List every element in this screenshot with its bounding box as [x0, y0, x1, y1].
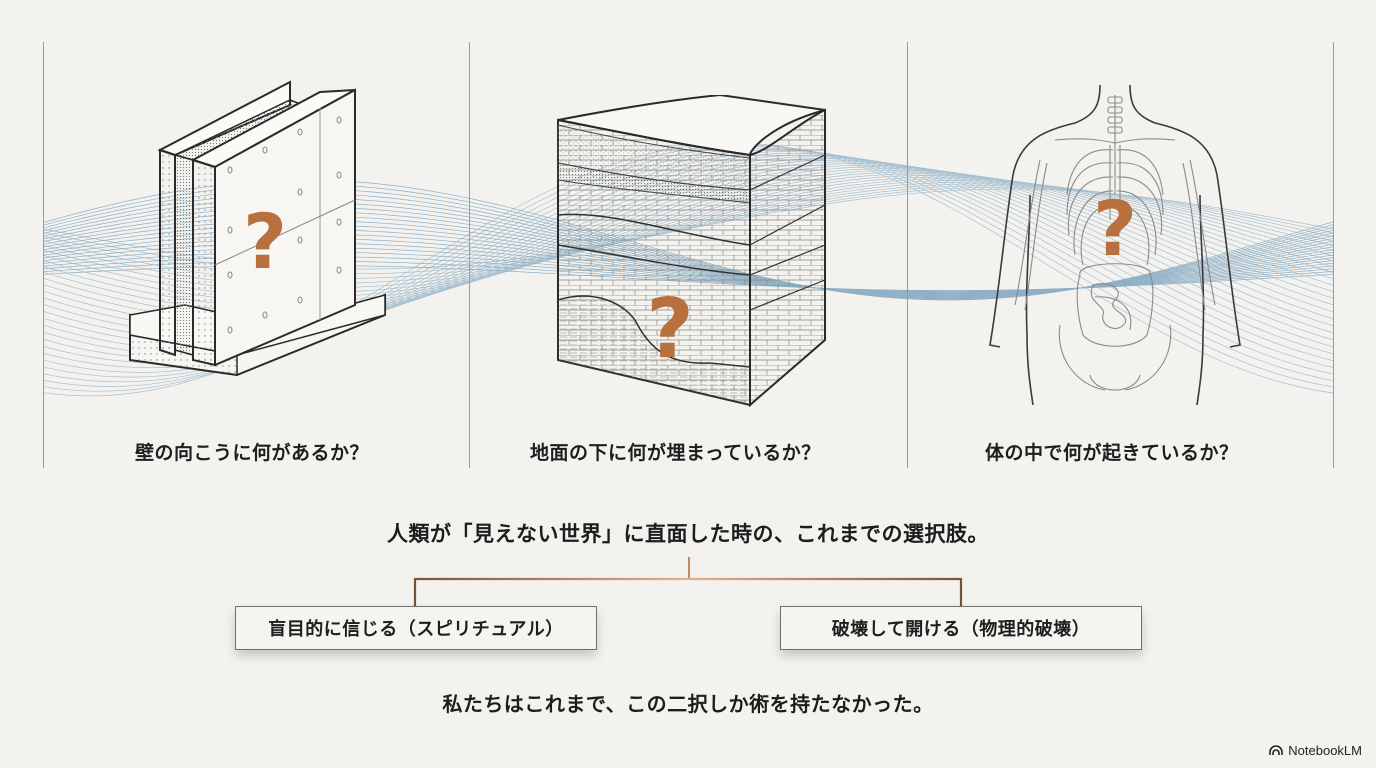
caption-wall: 壁の向こうに何があるか？: [135, 442, 370, 464]
option-physical-destruction: 破壊して開ける（物理的破壊）: [780, 606, 1142, 650]
concrete-wall-icon: ?: [129, 80, 386, 377]
question-mark-icon: ?: [243, 197, 287, 286]
panel-divider: [43, 42, 44, 468]
notebooklm-logo-icon: [1269, 745, 1284, 755]
headline: 人類が「見えない世界」に直面した時の、これまでの選択肢。: [387, 522, 989, 546]
panel-divider: [907, 42, 908, 468]
question-mark-icon: ?: [1093, 184, 1137, 273]
caption-body: 体の中で何が起きているか？: [985, 442, 1239, 464]
option-label: 盲目的に信じる（スピリチュアル）: [268, 619, 564, 640]
caption-ground: 地面の下に何が埋まっているか？: [530, 442, 821, 464]
human-anatomy-icon: ?: [989, 85, 1241, 405]
option-blind-belief: 盲目的に信じる（スピリチュアル）: [235, 606, 597, 650]
panel-divider: [1333, 42, 1334, 468]
soil-layers-icon: ?: [557, 95, 826, 408]
question-mark-icon: ?: [646, 282, 694, 377]
option-label: 破壊して開ける（物理的破壊）: [831, 619, 1091, 640]
brand-watermark: NotebookLM: [1269, 743, 1362, 758]
brand-name: NotebookLM: [1288, 743, 1362, 758]
panel-divider: [469, 42, 470, 468]
conclusion-text: 私たちはこれまで、この二択しか術を持たなかった。: [442, 692, 934, 716]
